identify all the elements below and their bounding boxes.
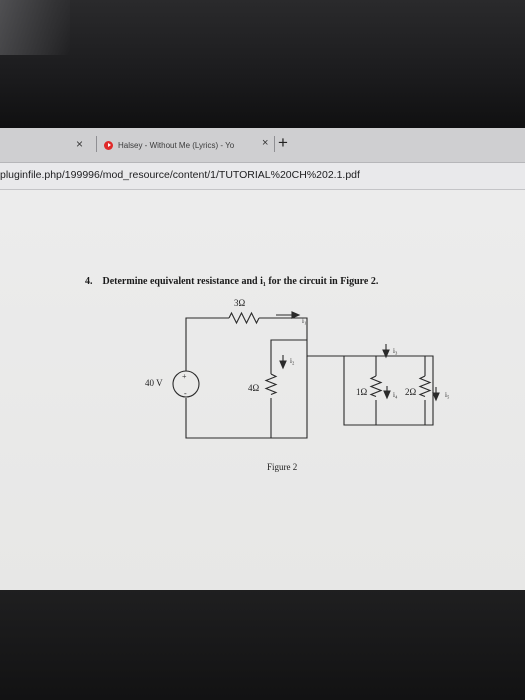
tab-separator	[274, 136, 275, 152]
label-i3: i₃	[393, 347, 398, 355]
question-text: Determine equivalent resistance and i₁ f…	[102, 276, 379, 287]
label-4ohm: 4Ω	[248, 383, 260, 393]
tab-separator	[96, 136, 97, 152]
bezel-reflection	[0, 0, 70, 55]
screen-bottom-edge	[0, 590, 525, 700]
pdf-page	[0, 190, 525, 590]
label-plus: +	[182, 372, 187, 381]
url-text: pluginfile.php/199996/mod_resource/conte…	[0, 169, 360, 181]
address-bar[interactable]: pluginfile.php/199996/mod_resource/conte…	[0, 163, 525, 190]
new-tab-button[interactable]: +	[278, 133, 288, 152]
prev-tab-close-icon[interactable]: ×	[76, 137, 84, 151]
label-minus: -	[184, 389, 187, 398]
screen-bezel	[0, 0, 525, 128]
arrow-i3-head	[382, 349, 390, 359]
arrow-i5-head	[432, 392, 440, 402]
arrow-i4-head	[383, 390, 391, 400]
close-tab-icon[interactable]: ×	[262, 137, 269, 149]
youtube-icon	[104, 140, 113, 150]
arrow-i1-head	[291, 311, 301, 319]
voltage-source	[172, 370, 200, 398]
label-1ohm: 1Ω	[356, 387, 368, 397]
resistor-1ohm	[369, 375, 383, 398]
resistor-2ohm	[418, 375, 432, 398]
label-i2: i₂	[290, 357, 295, 365]
wire-top-right	[259, 317, 308, 340]
question-4: 4. Determine equivalent resistance and i₁…	[85, 276, 378, 287]
wire-inner-box	[306, 340, 434, 426]
question-number: 4.	[85, 276, 93, 287]
label-i4: i₄	[393, 391, 398, 399]
arrow-i2-head	[279, 360, 287, 370]
label-i1: i₁	[302, 317, 306, 325]
label-40v: 40 V	[145, 378, 163, 388]
wire-left-top	[185, 317, 229, 371]
tab-youtube[interactable]: Halsey - Without Me (Lyrics) - Yo	[104, 136, 234, 154]
figure-caption: Figure 2	[267, 462, 297, 472]
wire-bottom	[185, 398, 308, 439]
resistor-3ohm	[228, 311, 260, 325]
label-2ohm: 2Ω	[405, 387, 417, 397]
resistor-4ohm	[264, 373, 278, 396]
label-3ohm: 3Ω	[234, 298, 246, 308]
label-i5: i₅	[445, 391, 450, 399]
tab-title: Halsey - Without Me (Lyrics) - Yo	[118, 140, 235, 150]
wire-mid-top	[270, 339, 307, 374]
tab-strip: × Halsey - Without Me (Lyrics) - Yo × +	[0, 128, 525, 163]
